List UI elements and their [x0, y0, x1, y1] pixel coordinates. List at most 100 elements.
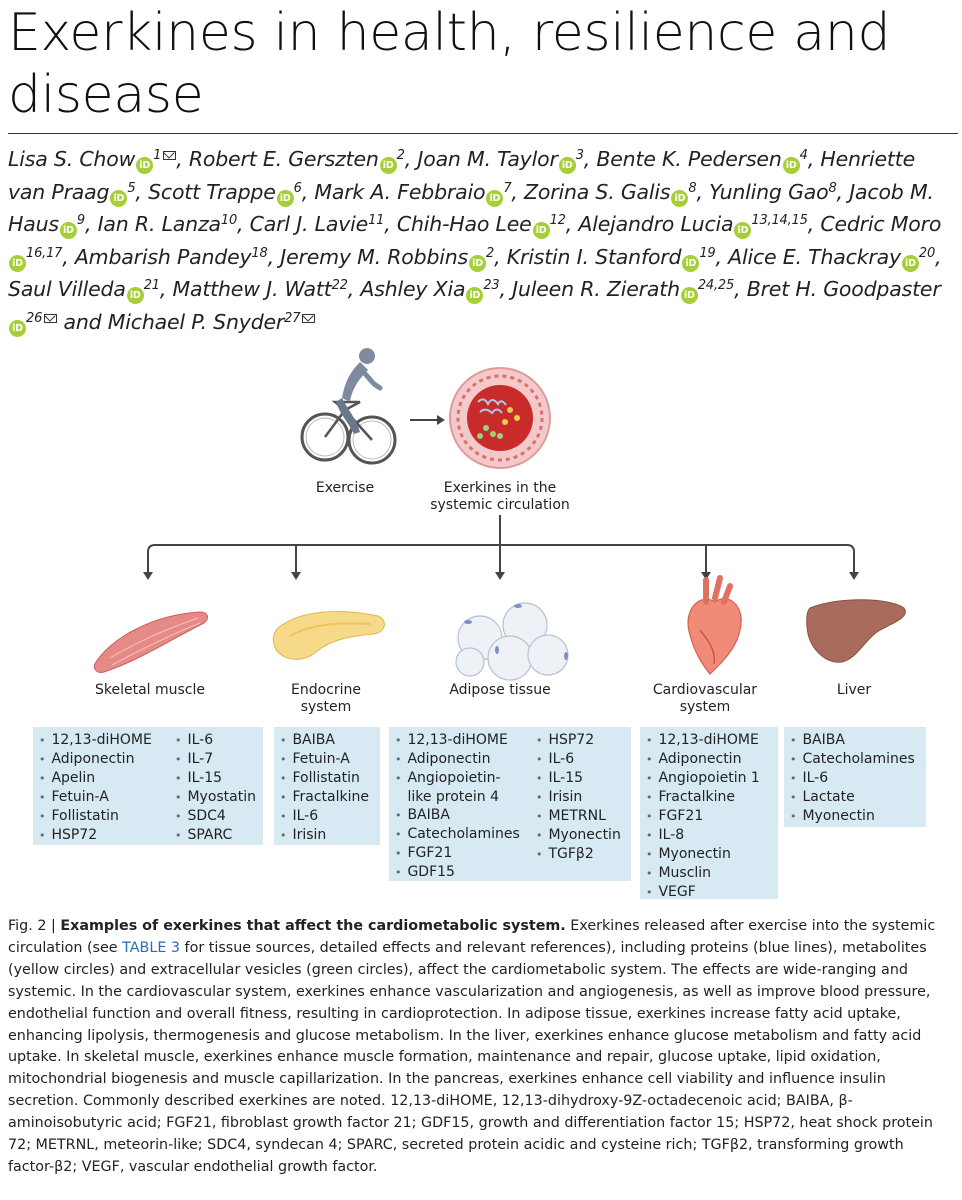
- author-name[interactable]: Saul Villeda: [8, 277, 126, 301]
- author-name[interactable]: Matthew J. Watt: [172, 277, 331, 301]
- exerkine-name: HSP72: [548, 732, 594, 748]
- orcid-icon[interactable]: iD: [469, 255, 486, 272]
- bullet-icon: •: [395, 864, 403, 882]
- author-name[interactable]: Alejandro Lucia: [578, 212, 733, 236]
- tissue-label-endocrine: Endocrine system: [276, 682, 376, 716]
- orcid-icon[interactable]: iD: [380, 157, 397, 174]
- author-affiliation: 2: [397, 148, 405, 163]
- orcid-icon[interactable]: iD: [9, 255, 26, 272]
- orcid-icon[interactable]: iD: [783, 157, 800, 174]
- exerkine-item: • 12,13-diHOME: [395, 731, 520, 750]
- orcid-icon[interactable]: iD: [681, 287, 698, 304]
- exerkine-item: • Myostatin: [175, 788, 256, 807]
- author-separator: ,: [511, 180, 524, 204]
- author-name[interactable]: Juleen R. Zierath: [512, 277, 680, 301]
- author-separator: ,: [302, 180, 315, 204]
- orcid-icon[interactable]: iD: [9, 320, 26, 337]
- author-separator: ,: [85, 212, 98, 236]
- exerkine-name: FGF21: [407, 845, 452, 861]
- exerkine-item: • Fetuin-A: [39, 788, 152, 807]
- orcid-icon[interactable]: iD: [127, 287, 144, 304]
- orcid-icon[interactable]: iD: [671, 190, 688, 207]
- orcid-icon[interactable]: iD: [682, 255, 699, 272]
- author-name[interactable]: Ian R. Lanza: [98, 212, 221, 236]
- bullet-icon: •: [536, 751, 544, 769]
- bullet-icon: •: [536, 808, 544, 826]
- exerkine-item: • IL-6: [790, 769, 915, 788]
- author-name[interactable]: Ambarish Pandey: [75, 245, 252, 269]
- orcid-icon[interactable]: iD: [466, 287, 483, 304]
- tissue-label-skeletal-muscle: Skeletal muscle: [70, 682, 230, 699]
- author-name[interactable]: Michael P. Snyder: [108, 310, 284, 334]
- orcid-icon[interactable]: iD: [60, 222, 77, 239]
- blood-vessel-icon: [450, 368, 550, 468]
- author-name[interactable]: Bente K. Pedersen: [596, 147, 781, 171]
- exerkine-name: IL-6: [802, 770, 828, 786]
- email-icon[interactable]: [44, 314, 57, 323]
- exerkine-item: • BAIBA: [395, 806, 520, 825]
- author-name[interactable]: Bret H. Goodpaster: [747, 277, 941, 301]
- exerkine-name: BAIBA: [292, 732, 335, 748]
- bullet-icon: •: [790, 808, 798, 826]
- bullet-icon: •: [280, 770, 288, 788]
- author-name[interactable]: Zorina S. Galis: [524, 180, 670, 204]
- author-separator: ,: [935, 245, 941, 269]
- author-name[interactable]: Yunling Gao: [709, 180, 828, 204]
- cyclist-icon: [302, 348, 395, 463]
- orcid-icon[interactable]: iD: [277, 190, 294, 207]
- author-separator: ,: [566, 212, 579, 236]
- author-name[interactable]: Joan M. Taylor: [417, 147, 557, 171]
- author-affiliation: 18: [251, 246, 267, 261]
- author-name[interactable]: Kristin I. Stanford: [507, 245, 682, 269]
- author-name[interactable]: Cedric Moro: [820, 212, 941, 236]
- exerkine-name: BAIBA: [802, 732, 845, 748]
- author-affiliation: 22: [332, 278, 348, 293]
- exerkine-item: • BAIBA: [280, 731, 369, 750]
- author-name[interactable]: Carl J. Lavie: [250, 212, 368, 236]
- exerkine-box-endocrine: • BAIBA• Fetuin-A• Follistatin• Fractalk…: [274, 727, 380, 845]
- author-affiliation: 13,14,15: [751, 213, 807, 228]
- exerkine-name: Apelin: [51, 770, 95, 786]
- email-icon[interactable]: [163, 151, 176, 160]
- exerkine-item: • Adiponectin: [395, 750, 520, 769]
- exerkine-name: Myostatin: [187, 789, 256, 805]
- bullet-icon: •: [280, 827, 288, 845]
- exerkine-item: like protein 4: [395, 788, 520, 806]
- author-name[interactable]: Chih-Hao Lee: [397, 212, 532, 236]
- orcid-icon[interactable]: iD: [136, 157, 153, 174]
- orcid-icon[interactable]: iD: [902, 255, 919, 272]
- orcid-icon[interactable]: iD: [486, 190, 503, 207]
- exerkine-item: • VEGF: [646, 883, 760, 902]
- exerkine-column: • 12,13-diHOME• Adiponectin• Angiopoieti…: [646, 731, 760, 902]
- orcid-icon[interactable]: iD: [734, 222, 751, 239]
- orcid-icon[interactable]: iD: [559, 157, 576, 174]
- bullet-icon: •: [395, 845, 403, 863]
- author-name[interactable]: Robert E. Gerszten: [189, 147, 379, 171]
- author-name[interactable]: Ashley Xia: [360, 277, 465, 301]
- exerkine-column: • 12,13-diHOME• Adiponectin• Angiopoieti…: [395, 731, 520, 882]
- exerkine-name: HSP72: [51, 827, 97, 843]
- tissue-label-adipose: Adipose tissue: [430, 682, 570, 699]
- author-name[interactable]: Alice E. Thackray: [728, 245, 901, 269]
- exerkine-item: • Adiponectin: [646, 750, 760, 769]
- pancreas-icon: [273, 612, 384, 660]
- author-name[interactable]: Scott Trappe: [148, 180, 276, 204]
- author-name[interactable]: Jeremy M. Robbins: [280, 245, 468, 269]
- author-name[interactable]: Lisa S. Chow: [8, 147, 135, 171]
- bullet-icon: •: [646, 751, 654, 769]
- orcid-icon[interactable]: iD: [110, 190, 127, 207]
- exerkine-item: • Myonectin: [646, 845, 760, 864]
- exerkine-name: Follistatin: [51, 808, 118, 824]
- heart-icon: [688, 578, 741, 674]
- tissue-label-liver: Liver: [814, 682, 894, 699]
- orcid-icon[interactable]: iD: [533, 222, 550, 239]
- author-name[interactable]: Mark A. Febbraio: [314, 180, 485, 204]
- exerkine-name: Catecholamines: [407, 826, 519, 842]
- table-reference-link[interactable]: TABLE 3: [122, 940, 180, 956]
- exerkine-item: • FGF21: [395, 844, 520, 863]
- email-icon[interactable]: [302, 314, 315, 323]
- exerkine-item: • Follistatin: [39, 807, 152, 826]
- figure-caption: Fig. 2 | Examples of exerkines that affe…: [8, 916, 954, 1179]
- exerkine-name: GDF15: [407, 864, 455, 880]
